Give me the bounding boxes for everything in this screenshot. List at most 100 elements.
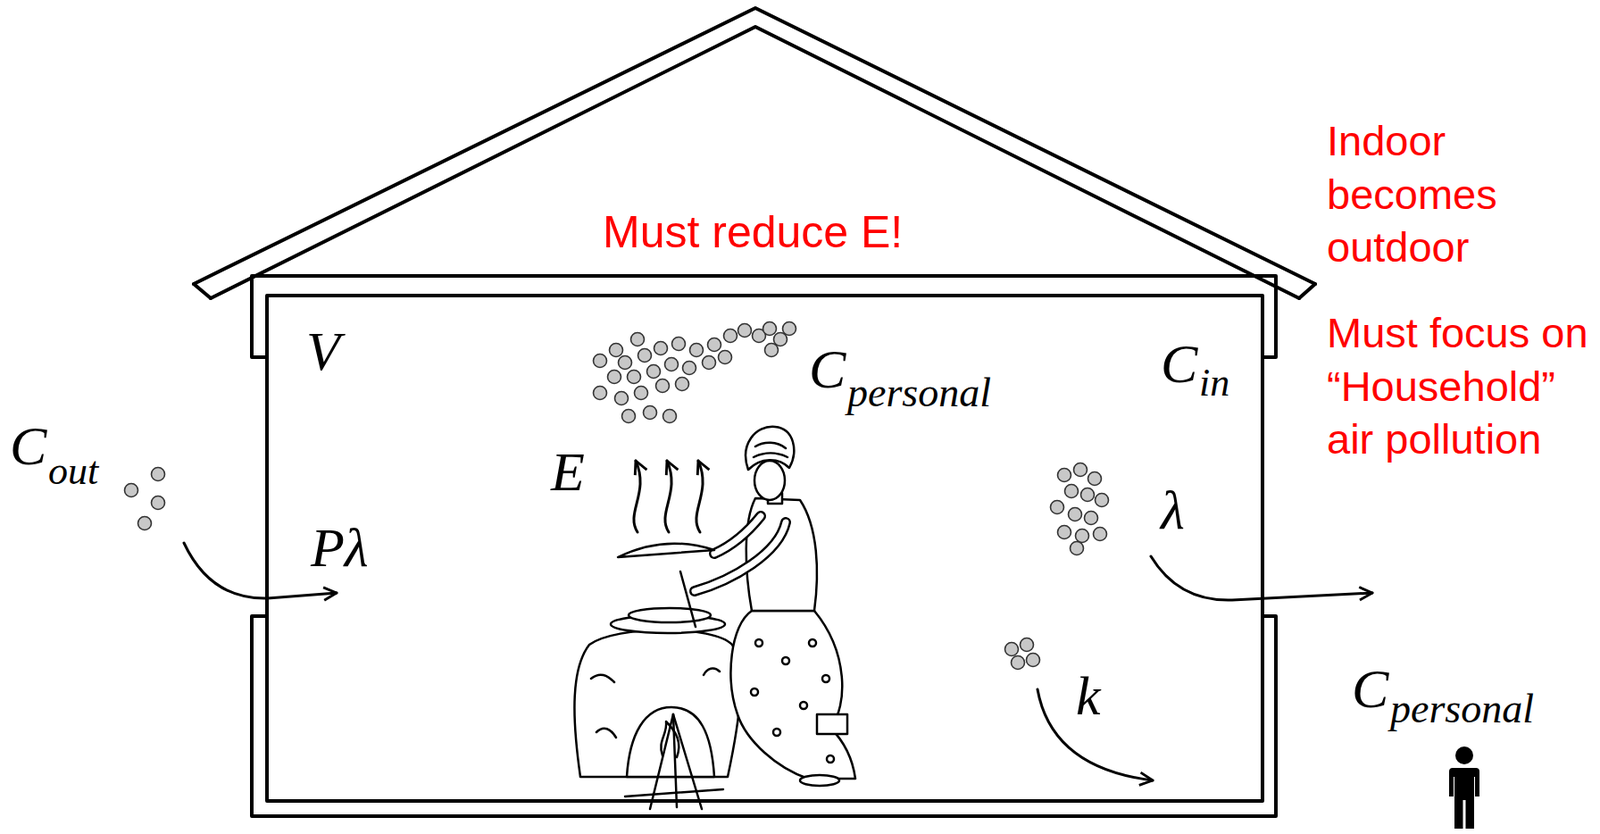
particle [1074, 463, 1088, 477]
emission-arrow [696, 460, 703, 533]
pattern-dot [750, 688, 759, 696]
particle [654, 341, 668, 356]
particle [1095, 493, 1109, 508]
particle [765, 343, 779, 358]
particle [634, 386, 649, 400]
particle [1050, 500, 1065, 515]
house-walls [251, 275, 1276, 817]
particle [718, 350, 733, 365]
particle [618, 356, 633, 370]
firewood [673, 714, 702, 809]
particle [1011, 656, 1025, 670]
particle [593, 386, 608, 400]
emission-arrow [665, 460, 672, 533]
particle [1065, 484, 1079, 499]
particle [702, 356, 717, 370]
note-text: Must focus on “Household” air pollution [1326, 306, 1595, 467]
face [754, 460, 785, 500]
person-icon [1449, 746, 1480, 829]
particle [1070, 541, 1084, 556]
particle [675, 377, 690, 392]
skirt [731, 610, 856, 779]
headwrap [745, 426, 794, 470]
particle [151, 496, 166, 510]
roof-inner-line [210, 26, 1300, 299]
person-head [1455, 746, 1474, 765]
stirring-stick [680, 571, 696, 627]
note-text: Must reduce E! [602, 206, 903, 260]
particle [138, 516, 152, 531]
indoor-particles [1050, 463, 1109, 556]
particle [1026, 653, 1041, 667]
particle [1088, 472, 1102, 486]
particle [665, 358, 679, 372]
note-text: Indoor becomes outdoor [1326, 114, 1595, 275]
particle [593, 354, 608, 368]
subscript-label: in [1199, 363, 1230, 403]
arm [714, 516, 761, 554]
woman-cooking [617, 426, 856, 786]
subscript-label: personal [1390, 688, 1534, 730]
particle [1081, 488, 1095, 502]
particle [609, 343, 624, 358]
particle [1005, 642, 1019, 657]
cookstove [574, 608, 741, 809]
firebox-opening [626, 707, 715, 777]
flame [660, 721, 679, 758]
arm [714, 516, 761, 554]
particle [763, 322, 777, 336]
variable-label: C [9, 417, 47, 474]
wall-inner-line [266, 295, 1263, 801]
particle [672, 337, 686, 351]
headwrap-folds [753, 442, 788, 458]
log [625, 789, 724, 797]
particle [1093, 527, 1108, 542]
pattern-dot [782, 657, 790, 665]
particle [125, 483, 139, 498]
deposited-particles [1005, 638, 1041, 670]
particle [1068, 508, 1083, 522]
mud-stove [574, 630, 741, 778]
outdoor-particles [125, 467, 166, 531]
pattern-dot [808, 639, 817, 647]
variable-label: C [1160, 335, 1198, 392]
roof-eave [1299, 283, 1316, 299]
variable-label: V [306, 323, 341, 379]
variable-label: λ [1160, 482, 1185, 538]
particle [622, 409, 636, 424]
smoke-particles [593, 322, 797, 424]
particle [631, 333, 645, 347]
emission-arrow [633, 460, 641, 533]
roof [193, 8, 1316, 299]
pan [628, 608, 711, 623]
subscript-label: personal [847, 372, 992, 414]
particle [738, 324, 752, 338]
exfiltration-arrow [1150, 556, 1373, 600]
particle [663, 409, 677, 424]
pattern-dot [755, 639, 763, 647]
particle [1058, 525, 1072, 540]
particle [783, 322, 797, 336]
variable-label: C [1351, 660, 1389, 717]
roof-eave [193, 283, 211, 299]
particle [615, 391, 629, 406]
particle [683, 361, 697, 375]
foot [800, 775, 840, 786]
particle [724, 329, 738, 343]
stove-texture [591, 668, 720, 738]
particle [1075, 529, 1090, 543]
roof-outer-line [193, 8, 1316, 284]
particle [1020, 638, 1034, 652]
particle [656, 379, 670, 393]
particle [643, 406, 658, 420]
subscript-label: out [48, 451, 99, 492]
wall-outer-line [251, 275, 1276, 358]
person-body [1449, 767, 1480, 829]
particle [151, 467, 166, 482]
pattern-dot [773, 728, 781, 736]
particle [638, 349, 652, 363]
particle [708, 338, 722, 352]
pattern-dot [822, 675, 830, 683]
pot-lid [617, 543, 715, 558]
